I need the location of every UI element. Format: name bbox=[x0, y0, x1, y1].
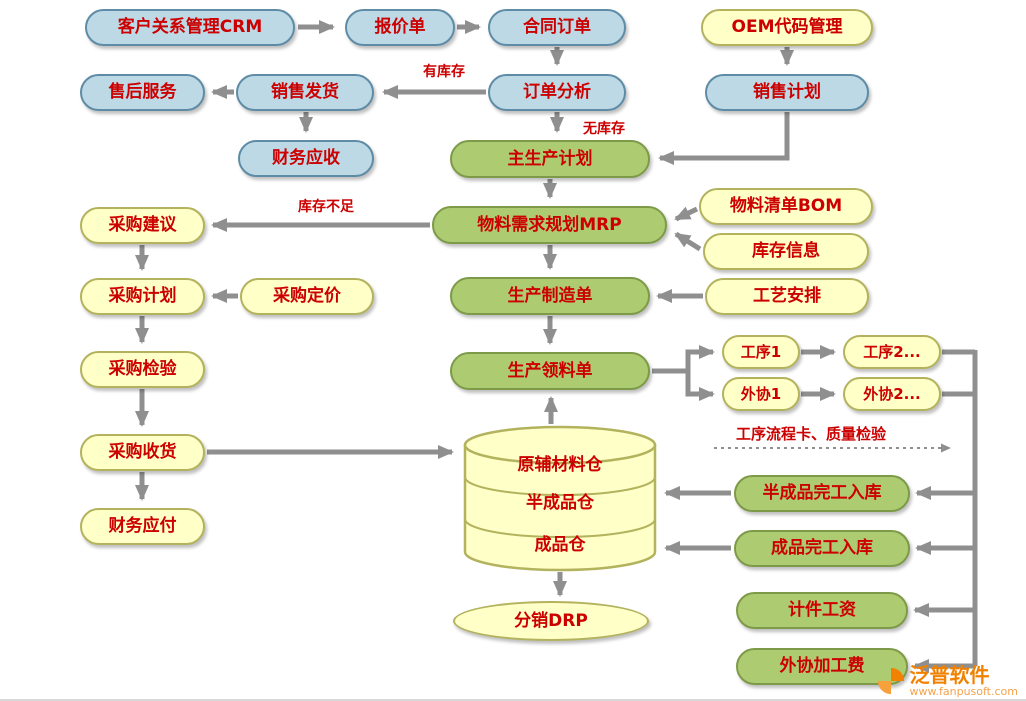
purchase-plan-node: 采购计划 bbox=[80, 278, 205, 315]
route-card-label: 工序流程卡、质量检验 bbox=[735, 425, 886, 443]
purchase-receiving-node: 采购收货 bbox=[80, 434, 205, 471]
sales-shipping-node: 销售发货 bbox=[236, 74, 374, 111]
outsource-fee-node: 外协加工费 bbox=[736, 648, 908, 685]
process-1-node: 工序1 bbox=[722, 335, 800, 369]
warehouse-fg-label: 成品仓 bbox=[534, 534, 586, 555]
finance-payable-node: 财务应付 bbox=[80, 508, 205, 545]
process-2-node: 工序2... bbox=[843, 335, 941, 369]
fg-finished-in-node: 成品完工入库 bbox=[734, 530, 910, 567]
master-production-plan-node: 主生产计划 bbox=[450, 140, 650, 178]
manufacturing-order-node: 生产制造单 bbox=[450, 277, 650, 315]
mrp-node: 物料需求规划MRP bbox=[432, 206, 667, 244]
production-picking-node: 生产领料单 bbox=[450, 352, 650, 390]
sales-plan-node: 销售计划 bbox=[705, 74, 869, 111]
wip-finished-in-node: 半成品完工入库 bbox=[734, 475, 910, 512]
piece-wage-node: 计件工资 bbox=[736, 592, 908, 629]
oem-code-node: OEM代码管理 bbox=[701, 9, 873, 46]
outsource-1-node: 外协1 bbox=[722, 377, 800, 411]
finance-receivable-node: 财务应收 bbox=[238, 140, 374, 177]
order-analysis-node: 订单分析 bbox=[488, 74, 626, 111]
in-stock-label: 有库存 bbox=[423, 64, 465, 80]
fanpu-logo-icon bbox=[877, 667, 904, 695]
inventory-info-node: 库存信息 bbox=[703, 233, 869, 270]
watermark-url: www.fanpusoft.com bbox=[909, 685, 1018, 698]
purchase-inspection-node: 采购检验 bbox=[80, 351, 205, 388]
drp-node: 分销DRP bbox=[453, 601, 649, 641]
stock-shortage-label: 库存不足 bbox=[298, 199, 354, 215]
process-arrangement-node: 工艺安排 bbox=[705, 278, 869, 315]
outsource-2-node: 外协2... bbox=[843, 377, 941, 411]
purchase-pricing-node: 采购定价 bbox=[240, 278, 374, 315]
watermark-brand: 泛普软件 bbox=[909, 663, 990, 687]
after-sale-node: 售后服务 bbox=[80, 74, 205, 111]
purchase-suggestion-node: 采购建议 bbox=[80, 207, 205, 244]
flow-arrows bbox=[135, 20, 978, 673]
crm-node: 客户关系管理CRM bbox=[85, 9, 295, 46]
quote-node: 报价单 bbox=[345, 9, 455, 46]
bom-node: 物料清单BOM bbox=[699, 188, 873, 225]
no-stock-label: 无库存 bbox=[583, 121, 625, 137]
warehouse-wip-label: 半成品仓 bbox=[526, 492, 594, 513]
watermark: 泛普软件 www.fanpusoft.com bbox=[876, 665, 1018, 697]
warehouse-cylinder bbox=[463, 425, 657, 572]
warehouse-raw-material-label: 原辅材料仓 bbox=[517, 454, 603, 475]
contract-order-node: 合同订单 bbox=[488, 9, 626, 46]
